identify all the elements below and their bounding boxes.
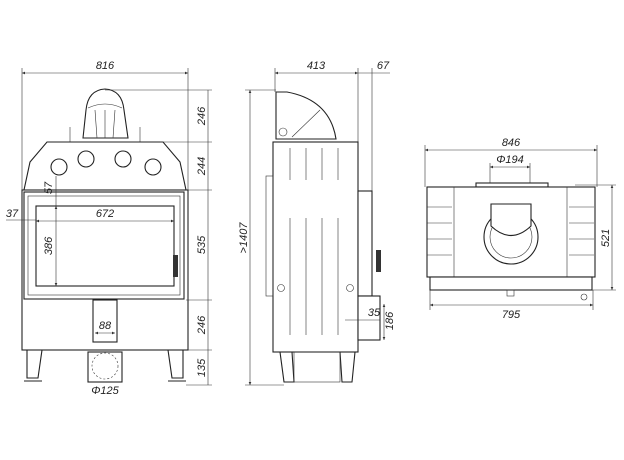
side-handle-icon [376, 250, 381, 272]
side-depth-label: 413 [307, 60, 326, 72]
glass-height-label: 386 [43, 236, 55, 255]
top-view: 846 Φ194 521 795 [424, 137, 616, 321]
glass-width-label: 672 [96, 208, 114, 220]
height-label-4: 246 [196, 315, 208, 335]
inlet-height-label: 186 [384, 311, 396, 330]
inlet-offset-label: 35 [368, 307, 381, 319]
flue-width-label: 88 [99, 320, 112, 332]
front-protrusion-label: 67 [377, 60, 390, 72]
front-view: 816 88 Φ125 672 386 57 [6, 60, 212, 397]
height-label-2: 244 [196, 157, 208, 176]
top-offset-label: 57 [43, 181, 55, 194]
base-width-label: 795 [502, 309, 521, 321]
height-label-1: 246 [196, 106, 208, 126]
left-offset-label: 37 [6, 208, 19, 220]
height-label-5: 135 [196, 358, 208, 377]
side-view: 413 67 35 186 >1407 [238, 60, 396, 386]
top-width-label: 846 [502, 137, 521, 149]
height-label-3: 535 [196, 235, 208, 254]
spigot-diameter-label: Φ125 [91, 385, 119, 397]
front-width-label: 816 [96, 60, 115, 72]
flue-diameter-label: Φ194 [496, 154, 524, 166]
total-height-label: >1407 [238, 222, 250, 254]
door-handle-icon [173, 255, 178, 277]
top-depth-label: 521 [600, 229, 612, 247]
